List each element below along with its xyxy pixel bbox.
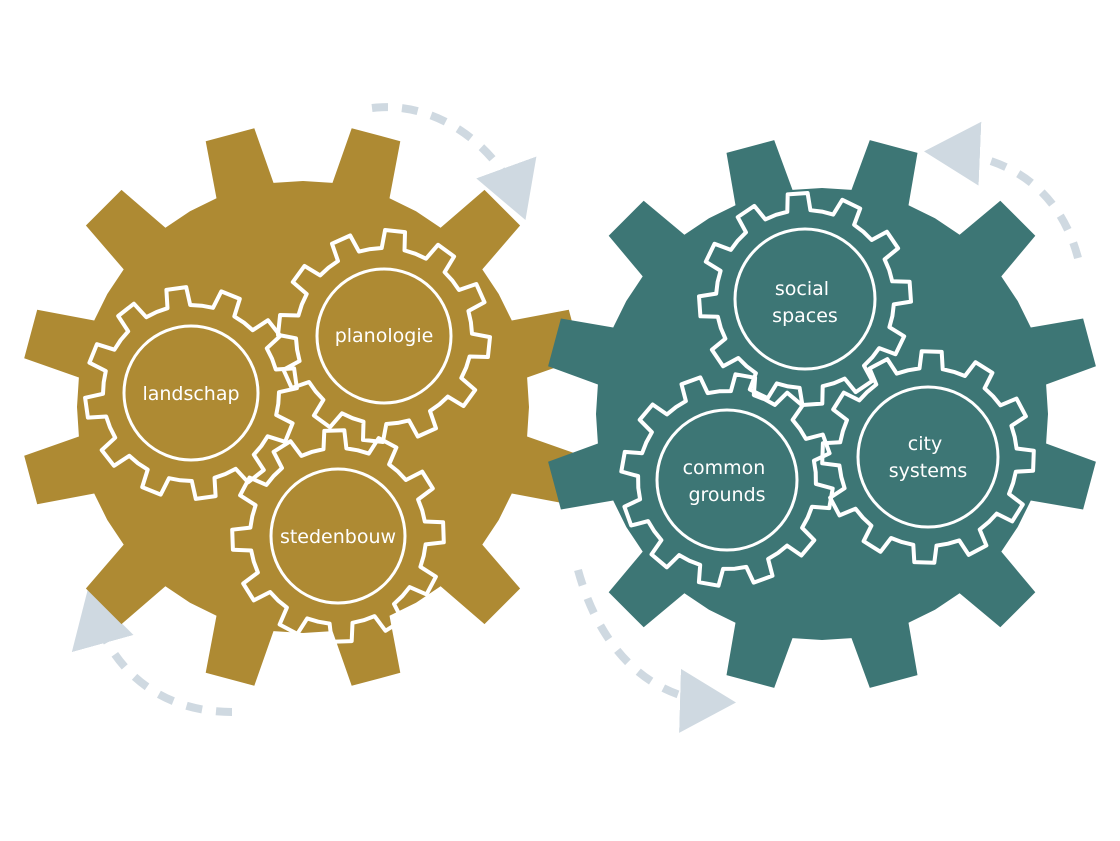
arrow-top-left <box>371 103 537 221</box>
arrow-bottom-left <box>71 589 233 716</box>
gold-gear-cluster <box>83 228 492 644</box>
arrow-top-right <box>924 121 1082 260</box>
gear-ring-city-systems <box>856 385 1000 529</box>
teal-gear-cluster <box>619 191 1036 588</box>
gear-outline-stedenbouw <box>230 428 446 644</box>
gear-ring-landschap <box>122 324 260 462</box>
large-teal-gear <box>548 140 1096 688</box>
label-city-systems: city systems <box>889 433 968 482</box>
label-stedenbouw: stedenbouw <box>280 526 396 548</box>
label-common-grounds: common grounds <box>683 457 772 506</box>
large-gold-gear <box>24 128 582 686</box>
gear-outline-planologie <box>276 228 492 444</box>
label-landschap: landschap <box>142 383 239 405</box>
gear-outline-landschap <box>83 285 299 501</box>
gear-outline-social-spaces <box>697 191 913 407</box>
gear-ring-social-spaces <box>733 227 877 371</box>
label-social-spaces: social spaces <box>772 278 838 327</box>
gear-outline-city-systems <box>820 349 1036 565</box>
gear-ring-stedenbouw <box>269 467 407 605</box>
gear-outline-common-grounds <box>619 372 835 588</box>
gear-ring-common-grounds <box>655 408 799 552</box>
cycle-arrows <box>71 103 1082 733</box>
arrow-bottom-right <box>574 568 736 733</box>
gear-ring-planologie <box>315 267 453 405</box>
label-planologie: planologie <box>335 325 434 347</box>
